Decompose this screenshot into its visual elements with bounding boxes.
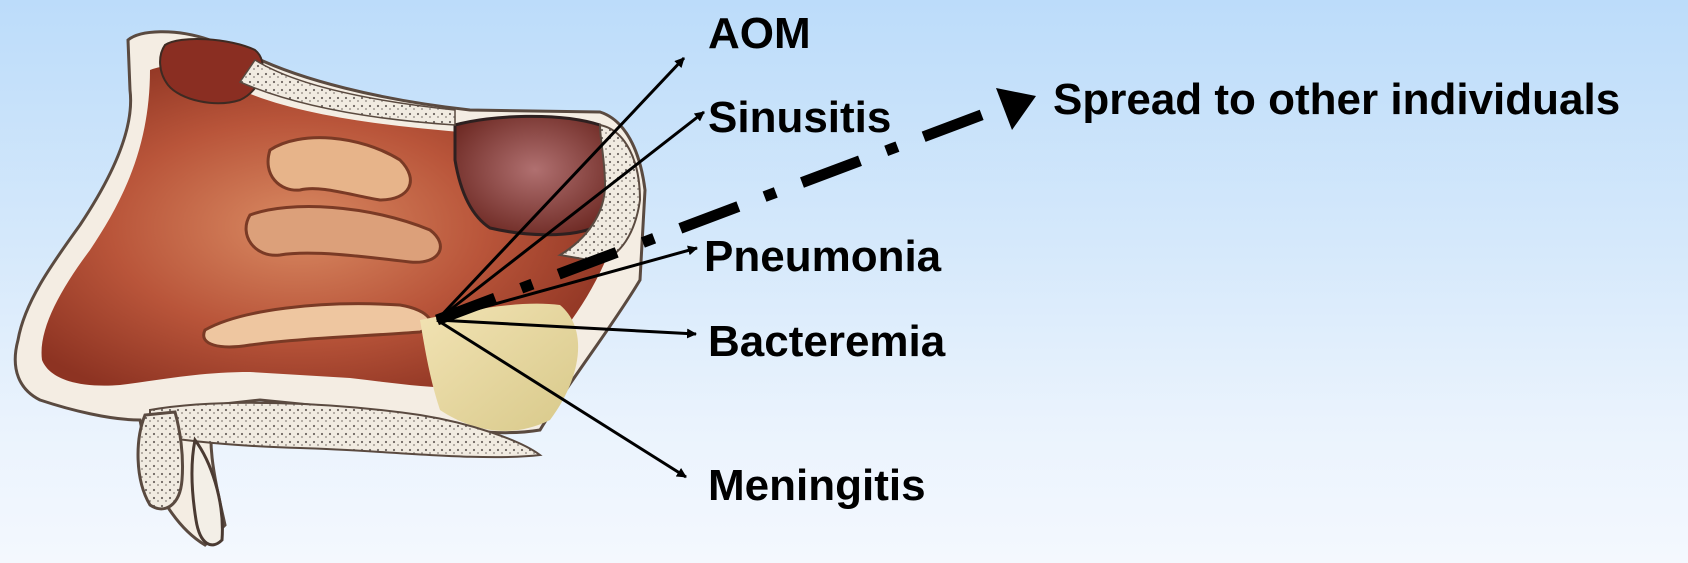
upper-lip bbox=[138, 412, 182, 509]
outcome-label-meningitis: Meningitis bbox=[708, 464, 926, 508]
outcome-label-bacteremia: Bacteremia bbox=[708, 320, 945, 364]
spread-label: Spread to other individuals bbox=[1053, 78, 1620, 122]
spread-arrowhead bbox=[996, 88, 1036, 130]
outcome-label-aom: AOM bbox=[708, 12, 811, 56]
outcome-label-sinusitis: Sinusitis bbox=[708, 96, 891, 140]
outcome-label-pneumonia: Pneumonia bbox=[704, 235, 941, 279]
